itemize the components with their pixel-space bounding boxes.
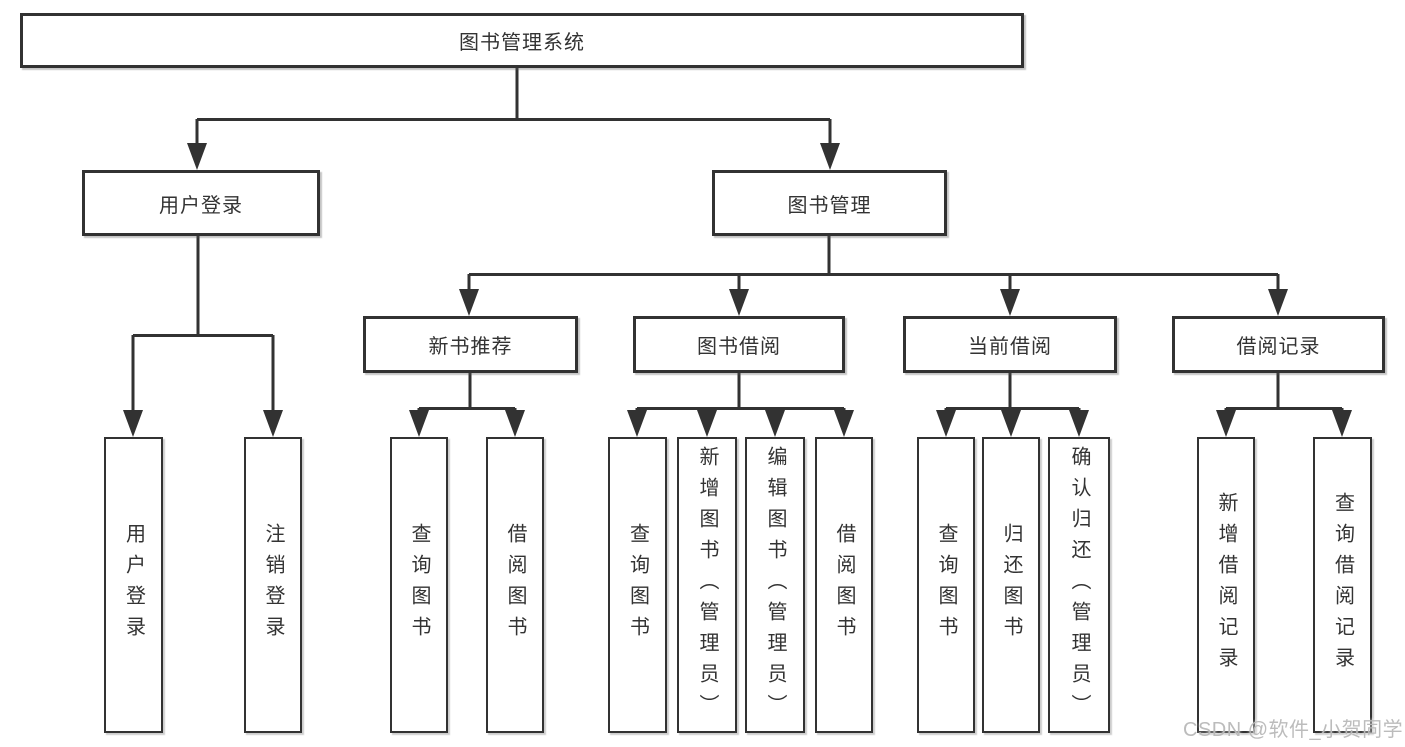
leaf-logout: 注销登录 — [244, 437, 302, 733]
connector-stroke — [131, 68, 1344, 411]
node-borrow-record: 借阅记录 — [1172, 316, 1385, 373]
leaf-add-borrow-record: 新增借阅记录 — [1197, 437, 1255, 733]
leaf-confirm-return-admin-label: 确认归还（管理员） — [1068, 445, 1090, 725]
node-current-borrow: 当前借阅 — [903, 316, 1117, 373]
leaf-query-book-2: 查询图书 — [608, 437, 667, 733]
node-book-borrow-label: 图书借阅 — [697, 336, 781, 358]
leaf-user-login: 用户登录 — [104, 437, 163, 733]
node-book-management: 图书管理 — [712, 170, 947, 236]
node-new-book-recommend-label: 新书推荐 — [428, 336, 513, 358]
leaf-add-book-admin-label: 新增图书（管理员） — [696, 445, 718, 725]
leaf-query-book-3-label: 查询图书 — [935, 523, 957, 647]
leaf-query-book-3: 查询图书 — [917, 437, 975, 733]
leaf-borrow-book-1-label: 借阅图书 — [504, 523, 526, 647]
leaf-confirm-return-admin: 确认归还（管理员） — [1048, 437, 1110, 733]
node-library-system-label: 图书管理系统 — [459, 32, 585, 54]
node-new-book-recommend: 新书推荐 — [363, 316, 578, 373]
arrowheads — [123, 143, 1352, 437]
leaf-edit-book-admin: 编辑图书（管理员） — [745, 437, 805, 733]
leaf-return-book: 归还图书 — [982, 437, 1040, 733]
node-library-system: 图书管理系统 — [20, 13, 1024, 68]
leaf-user-login-label: 用户登录 — [122, 523, 145, 647]
node-current-borrow-label: 当前借阅 — [968, 336, 1052, 358]
node-borrow-record-label: 借阅记录 — [1236, 336, 1321, 358]
leaf-query-book-2-label: 查询图书 — [626, 523, 649, 647]
leaf-borrow-book-1: 借阅图书 — [486, 437, 544, 733]
leaf-add-borrow-record-label: 新增借阅记录 — [1215, 492, 1237, 678]
node-user-login-label: 用户登录 — [159, 194, 243, 217]
leaf-query-book-1-label: 查询图书 — [408, 523, 430, 647]
leaf-add-book-admin: 新增图书（管理员） — [677, 437, 737, 733]
node-book-management-label: 图书管理 — [787, 194, 872, 217]
leaf-query-borrow-record-label: 查询借阅记录 — [1331, 492, 1354, 678]
watermark-text: CSDN @软件_小贺同学 — [1183, 719, 1404, 741]
leaf-logout-label: 注销登录 — [262, 523, 284, 647]
leaf-borrow-book-2-label: 借阅图书 — [833, 523, 855, 647]
leaf-borrow-book-2: 借阅图书 — [815, 437, 873, 733]
leaf-edit-book-admin-label: 编辑图书（管理员） — [764, 445, 786, 725]
leaf-query-book-1: 查询图书 — [390, 437, 448, 733]
node-user-login: 用户登录 — [82, 170, 320, 236]
node-book-borrow: 图书借阅 — [633, 316, 845, 373]
leaf-return-book-label: 归还图书 — [1000, 523, 1022, 647]
leaf-query-borrow-record: 查询借阅记录 — [1313, 437, 1372, 733]
